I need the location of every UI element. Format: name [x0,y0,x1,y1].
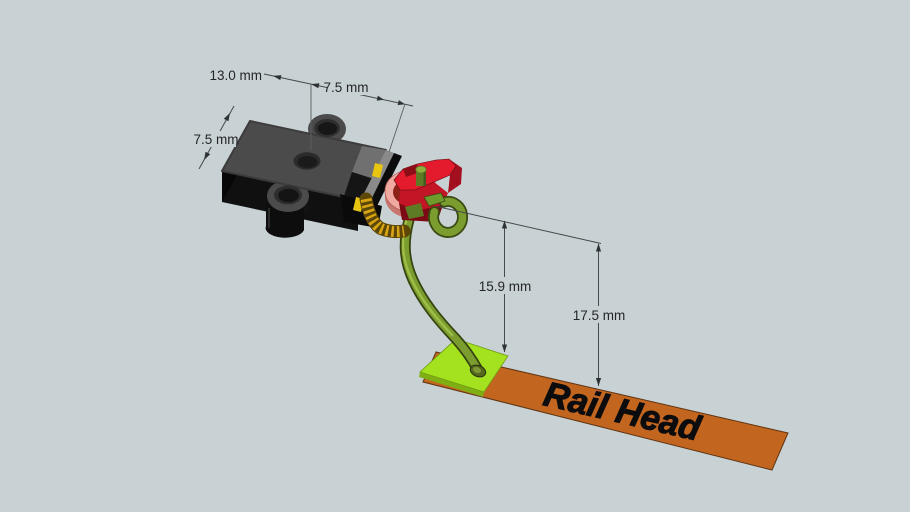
draft-gear-box [221,114,402,238]
arrow [595,378,602,386]
arrow [501,220,508,229]
dim-label-7-5mm-top: 7.5 mm [323,80,368,95]
dim-label-7-5mm-side: 7.5 mm [193,132,238,147]
dimension-box-depth: 7.5 mm [193,105,239,170]
label-halo [575,306,623,323]
reference-line-coupler-height [436,206,602,244]
dim-label-13mm: 13.0 mm [209,68,262,83]
wire-anchor [405,203,424,219]
spring-coils [360,197,405,238]
loop-bracket [423,192,446,207]
wire-highlight [401,219,454,337]
arrow [595,243,602,252]
pad-surface [419,338,509,393]
knuckle-notch [403,164,420,177]
bottom-lug-hole [274,185,302,205]
arrow [204,151,211,160]
box-end-plate [360,150,394,206]
knuckle-right-face [448,159,462,193]
trip-pin-loop [405,192,469,238]
label-halo [327,79,366,95]
box-end-dark [368,153,402,208]
box-lid-slope [352,146,386,179]
dimension-box-width: 13.0 mm 7.5 mm [209,68,414,153]
dim-label-17-5mm: 17.5 mm [573,308,626,323]
extension-line-right [388,103,406,153]
dimension-annotations: 13.0 mm 7.5 mm 7.5 mm 15.9 mm [193,68,625,386]
top-lug-hole [314,119,340,137]
clip-yellow-top [372,163,383,178]
dimension-trip-pin-height: 15.9 mm [479,220,532,353]
arrow [501,344,508,353]
dim-label-15-9mm: 15.9 mm [479,279,532,294]
pivot-pin-top [415,165,427,174]
pivot-pin [415,165,427,186]
coupler-spring [359,192,411,239]
arrow [273,75,282,81]
trip-pin-pad [419,338,509,397]
label-halo [481,277,529,294]
pivot-pin-shade [423,170,426,186]
cylinder-boss [265,203,304,238]
arrow [223,113,230,122]
loop-body [429,197,467,237]
arrow [376,95,384,101]
arrow [397,100,405,106]
trip-pin-wire [399,214,487,378]
dimension-coupler-height: 17.5 mm [573,243,626,386]
center-hole [293,152,321,170]
arrow [311,83,320,89]
wire-tip-center [472,366,482,374]
pad-edge [419,372,484,397]
label-halo [196,131,236,147]
